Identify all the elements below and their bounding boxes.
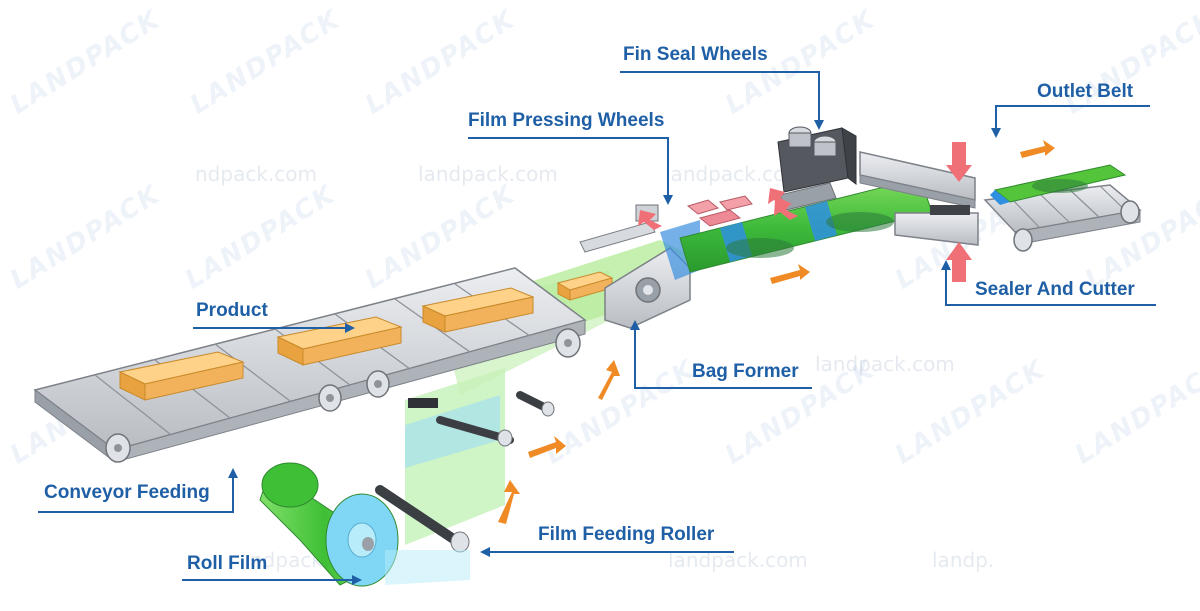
press-arrow-icon [774,200,798,220]
product-blocks [118,271,614,401]
leader-arrow-icon [345,323,355,333]
label-sealer-and-cutter: Sealer And Cutter [975,279,1135,300]
press-arrow-icon [946,142,972,182]
label-product: Product [196,300,268,321]
leader-arrow-icon [814,120,824,130]
film-pressing-wheels [635,195,753,227]
flow-arrow-icon [528,436,566,458]
watermark-domain-text: landpack.com [418,162,558,186]
leader-outlet-belt [995,105,1150,128]
product-block [421,287,535,333]
leader-lines [38,71,1156,581]
leader-arrow-icon [228,468,238,478]
product-block [276,316,403,366]
label-bag-former: Bag Former [692,361,799,382]
label-film-pressing-wheels: Film Pressing Wheels [468,110,665,131]
label-roll-film: Roll Film [187,553,268,574]
label-outlet-belt: Outlet Belt [1037,81,1134,102]
leader-bag-former [634,330,812,389]
watermark-domain-text: ndpack.com [195,162,317,186]
label-conveyor-feeding: Conveyor Feeding [44,482,210,503]
leader-arrow-icon [941,260,951,270]
product-block [118,351,245,401]
leader-fin-seal-wheels [620,71,820,120]
outlet-belt [983,164,1142,252]
film-rollers [375,391,555,553]
film-tube [679,177,933,273]
press-arrow-icon [638,210,662,230]
press-arrow-icon [946,242,972,282]
leader-arrow-icon [663,195,673,205]
leader-film-pressing-wheels [468,137,669,195]
flow-arrow-icon [770,264,810,284]
leader-arrowheads [228,120,1001,585]
label-fin-seal-wheels: Fin Seal Wheels [623,44,768,65]
leader-arrow-icon [480,547,490,557]
label-film-feeding-roller: Film Feeding Roller [538,524,715,545]
flow-arrow-icon [498,480,520,524]
sealer-and-cutter [859,151,979,246]
product-block [556,271,614,301]
fin-seal-wheels [777,126,857,211]
leader-arrow-icon [352,575,362,585]
leader-arrow-icon [630,320,640,330]
roll-film [259,462,470,587]
flow-arrows [498,140,1055,524]
watermark-domain-text: landp. [932,548,995,572]
flow-arrow-icon [598,360,620,400]
leader-sealer-and-cutter [945,270,1156,306]
watermark-domain-text: landpack.com [815,352,955,376]
leader-arrow-icon [991,128,1001,138]
flow-arrow-icon [1020,140,1055,158]
press-arrows [638,142,972,282]
leader-conveyor-feeding [38,478,234,513]
